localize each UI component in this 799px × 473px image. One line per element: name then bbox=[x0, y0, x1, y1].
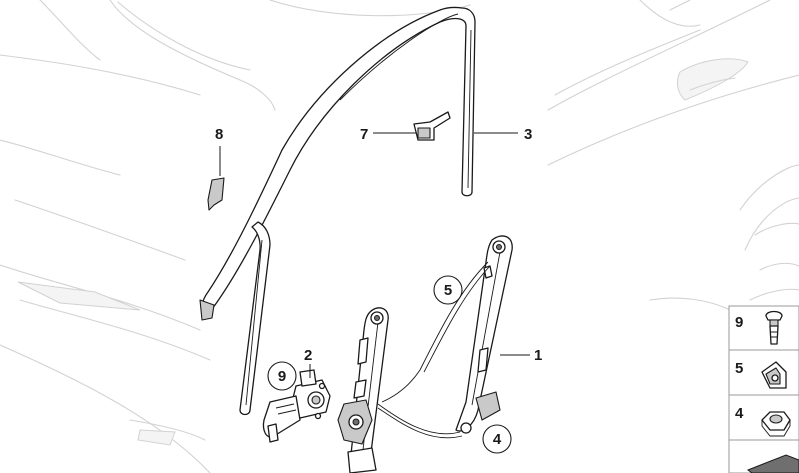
push-rivet-icon bbox=[765, 310, 783, 345]
callout-7: 7 bbox=[360, 126, 368, 143]
ref-circle-4 bbox=[482, 424, 512, 454]
small-parts-legend: 9 5 4 bbox=[728, 305, 799, 473]
ref-label-4: 4 bbox=[493, 431, 502, 448]
guide-bracket bbox=[413, 111, 451, 141]
ref-circle-9 bbox=[267, 361, 297, 391]
clip-nut-icon bbox=[761, 361, 787, 389]
b-pillar-rail bbox=[239, 221, 271, 416]
legend-label-5: 5 bbox=[735, 360, 743, 377]
leader-lines bbox=[219, 132, 530, 378]
callout-3: 3 bbox=[524, 126, 532, 143]
callout-1: 1 bbox=[534, 347, 542, 364]
callout-2: 2 bbox=[304, 347, 312, 364]
ref-label-5: 5 bbox=[444, 282, 452, 299]
legend-label-4: 4 bbox=[735, 405, 744, 422]
legend-label-9: 9 bbox=[735, 314, 743, 331]
window-regulator bbox=[337, 235, 513, 473]
trim-clip bbox=[207, 177, 225, 211]
ref-label-9: 9 bbox=[278, 368, 286, 385]
window-motor bbox=[262, 369, 331, 443]
window-guide-rail bbox=[199, 6, 476, 321]
ref-circle-5 bbox=[433, 275, 463, 305]
hex-nut-icon bbox=[761, 411, 791, 437]
callout-8: 8 bbox=[215, 126, 223, 143]
callout-labels: 7 3 8 2 1 5 4 9 bbox=[215, 126, 542, 454]
